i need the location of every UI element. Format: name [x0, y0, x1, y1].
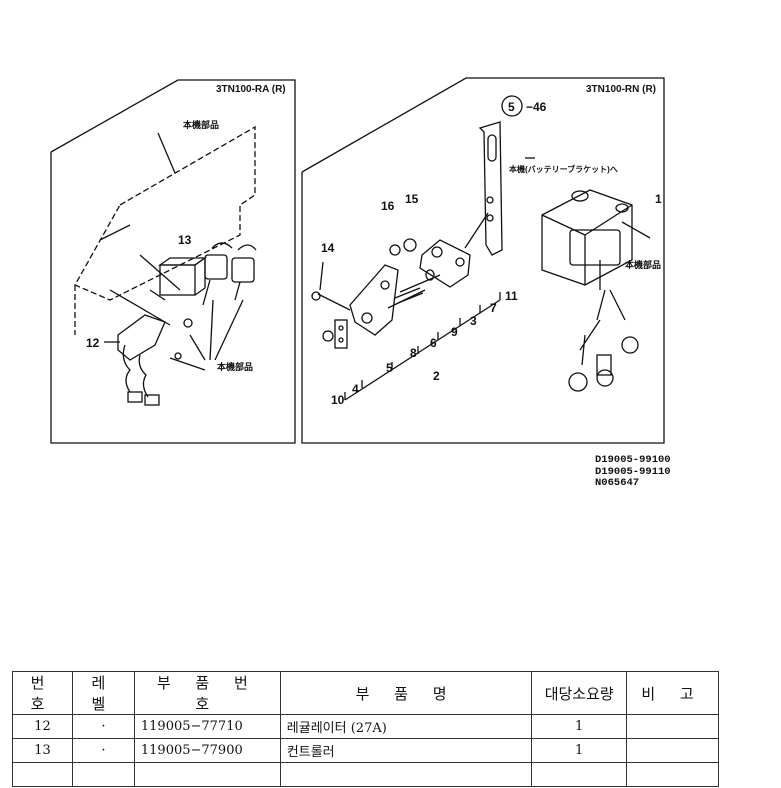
- cell-qty: 1: [531, 714, 628, 739]
- regulator-12-drawing: [117, 314, 166, 406]
- callout-5: 5: [508, 100, 515, 114]
- header-no: 번 호: [12, 671, 73, 715]
- part-number-8: 8: [410, 346, 417, 360]
- cell-part-name: 컨트롤러: [279, 738, 533, 763]
- part-number-4: 4: [352, 382, 359, 396]
- header-note: 비 고: [626, 671, 719, 715]
- body-part-label-bottom: 本機部品: [217, 361, 253, 372]
- part-number-7: 7: [490, 301, 497, 315]
- cell-no: 13: [12, 738, 73, 763]
- cell-part-no: 119005−77710: [133, 714, 281, 739]
- drawing-code: D19005-99100: [595, 454, 671, 466]
- part-number-11: 11: [505, 289, 518, 303]
- body-part-label-right: 本機部品: [625, 259, 661, 270]
- body-part-label-top: 本機部品: [183, 119, 219, 130]
- cell-note: [626, 762, 719, 787]
- cell-qty: 1: [531, 738, 628, 763]
- bracket-drawing: [478, 121, 503, 256]
- drawing-codes: D19005-99100 D19005-99110 N065647: [595, 454, 671, 490]
- left-panel: [50, 79, 296, 444]
- cell-part-no: [133, 762, 281, 787]
- cell-part-name: [279, 762, 533, 787]
- unit-1-drawing: [541, 189, 633, 290]
- part-number-13: 13: [178, 233, 192, 247]
- part-number-1: 1: [655, 192, 662, 206]
- header-qty: 대당소요량: [531, 671, 628, 715]
- drawing-code: D19005-99110: [595, 465, 671, 478]
- drawing-code: N065647: [595, 477, 640, 489]
- header-part-name: 부 품 명: [279, 671, 533, 715]
- header-part-no: 부 품 번 호: [133, 671, 281, 715]
- cell-part-no: 119005−77900: [133, 738, 281, 763]
- cell-note: [626, 738, 719, 763]
- part-number-9: 9: [451, 325, 458, 339]
- table-row: [12, 762, 719, 787]
- table-row: 12 · 119005−77710 레귤레이터 (27A) 1: [12, 714, 719, 739]
- header-level: 레 벨: [71, 671, 135, 715]
- parts-table: 번 호 레 벨 부 품 번 호 부 품 명 대당소요량 비 고 12 · 119…: [12, 671, 719, 787]
- part-number-10: 10: [331, 393, 345, 407]
- cell-no: [12, 762, 73, 787]
- cell-no: 12: [12, 714, 73, 739]
- to-body-label: 本機(バッテリーブラケット)へ: [508, 164, 618, 174]
- right-panel: [301, 77, 665, 444]
- cell-part-name: 레귤레이터 (27A): [279, 714, 533, 739]
- cell-level: ·: [71, 738, 135, 763]
- table-row: 13 · 119005−77900 컨트롤러 1: [12, 738, 719, 763]
- cell-qty: [531, 762, 628, 787]
- callout-46: −46: [526, 100, 547, 114]
- callout-circle: [501, 95, 523, 117]
- table-header-row: 번 호 레 벨 부 품 번 호 부 품 명 대당소요량 비 고: [12, 671, 719, 715]
- cell-level: [71, 762, 135, 787]
- part-number-6: 6: [430, 336, 437, 350]
- left-panel-title: 3TN100-RA (R): [216, 84, 286, 95]
- part-number-2: 2: [433, 369, 440, 383]
- cell-note: [626, 714, 719, 739]
- part-number-5: 5: [386, 361, 393, 375]
- part-number-12: 12: [86, 336, 100, 350]
- controller-13-drawing: [149, 257, 208, 301]
- part-number-14: 14: [321, 241, 335, 255]
- part-number-15: 15: [405, 192, 419, 206]
- right-panel-title: 3TN100-RN (R): [586, 84, 656, 95]
- cell-level: ·: [71, 714, 135, 739]
- part-number-16: 16: [381, 199, 395, 213]
- part-number-3: 3: [470, 314, 477, 328]
